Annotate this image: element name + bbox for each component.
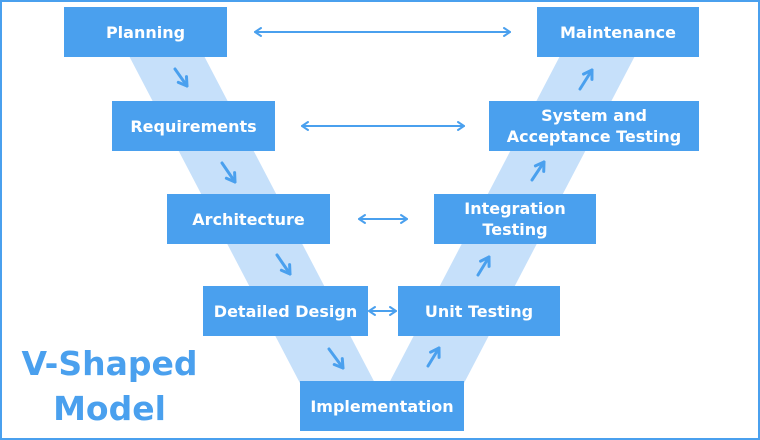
arrow-down-2-shaft bbox=[220, 161, 237, 184]
stage-planning: Planning bbox=[64, 7, 227, 57]
stage-requirements: Requirements bbox=[112, 101, 275, 151]
arrow-design-unit-testing-head-right bbox=[389, 306, 397, 316]
arrow-planning-maintenance-head-right bbox=[503, 27, 511, 37]
arrow-requirements-system-testing-head-left bbox=[301, 121, 309, 131]
arrow-down-4-head bbox=[332, 357, 345, 370]
title-line-1: V-Shaped bbox=[21, 344, 198, 383]
arrow-down-1-shaft bbox=[173, 67, 189, 88]
stage-architecture: Architecture bbox=[167, 194, 330, 244]
connector-arrows bbox=[254, 27, 511, 316]
stage-unit-testing: Unit Testing bbox=[398, 286, 560, 336]
title-line-2: Model bbox=[53, 389, 166, 428]
arrow-down-1-head bbox=[176, 75, 189, 88]
arrow-requirements-system-testing-head-right bbox=[457, 121, 465, 131]
stage-integration-testing: Integration Testing bbox=[434, 194, 596, 244]
arrow-architecture-integration-head-left bbox=[358, 214, 366, 224]
arrow-down-3-head bbox=[279, 263, 292, 276]
diagonal-arrows bbox=[173, 67, 594, 370]
arrow-down-2-head bbox=[224, 171, 237, 184]
arrow-down-4-shaft bbox=[327, 347, 345, 370]
arrow-up-1-shaft bbox=[426, 346, 441, 368]
arrow-up-1-head bbox=[429, 346, 441, 359]
arrow-up-4-head bbox=[582, 68, 594, 81]
stage-system-acceptance-testing: System and Acceptance Testing bbox=[489, 101, 699, 151]
stage-detailed-design: Detailed Design bbox=[203, 286, 368, 336]
arrow-planning-maintenance-head-left bbox=[254, 27, 262, 37]
arrow-architecture-integration-head-right bbox=[400, 214, 408, 224]
arrow-down-3-shaft bbox=[275, 253, 292, 276]
arrow-up-4-shaft bbox=[578, 68, 594, 91]
arrow-up-3-shaft bbox=[530, 160, 546, 182]
stage-implementation: Implementation bbox=[300, 381, 464, 431]
arrow-design-unit-testing-head-left bbox=[368, 306, 376, 316]
arrow-up-2-shaft bbox=[476, 255, 491, 277]
stage-maintenance: Maintenance bbox=[537, 7, 699, 57]
arrow-up-2-head bbox=[479, 255, 491, 268]
arrow-up-3-head bbox=[533, 160, 546, 173]
